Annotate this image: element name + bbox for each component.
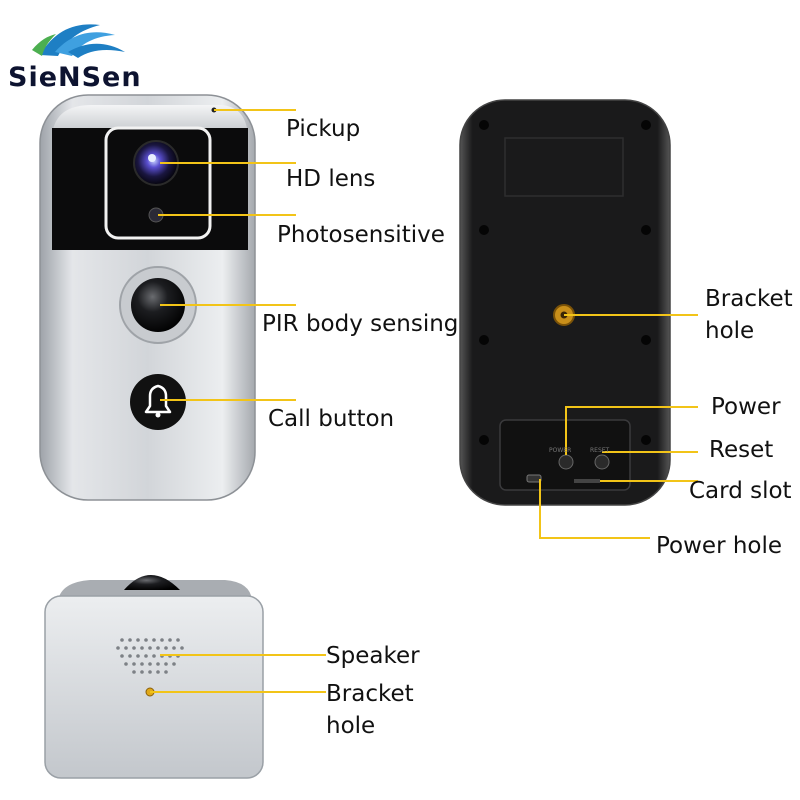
label-bracket-hole-back-line1: Bracket [705, 286, 793, 312]
label-bracket-hole-back-line2: hole [705, 318, 755, 344]
label-pir-body-sensing: PIR body sensing [262, 311, 459, 337]
brand-name: SieNSen [8, 62, 142, 93]
brand-logo [32, 24, 125, 58]
call-button-icon [130, 374, 186, 430]
label-reset: Reset [709, 437, 774, 463]
label-call-button: Call button [268, 406, 395, 432]
label-bracket-hole-bottom-line2: hole [326, 713, 376, 739]
front-view [39, 94, 256, 501]
power-small-print: POWER [549, 447, 571, 454]
label-bracket-hole-bottom-line1: Bracket [326, 681, 414, 707]
reset-button-icon [594, 454, 610, 470]
card-slot-icon [574, 479, 600, 483]
bottom-view [44, 575, 264, 779]
label-photosensitive: Photosensitive [277, 222, 445, 248]
power-switch-icon [558, 454, 574, 470]
power-port-icon [526, 474, 542, 483]
label-speaker: Speaker [326, 643, 420, 669]
reset-small-print: RESET [590, 447, 610, 454]
label-power-hole: Power hole [656, 533, 783, 559]
speaker-grille-icon [116, 638, 184, 674]
pir-sensor-icon [131, 278, 185, 332]
leader-lines [150, 109, 698, 693]
label-pickup: Pickup [286, 116, 361, 142]
label-hd-lens: HD lens [286, 166, 376, 192]
pir-dome-icon [124, 575, 180, 590]
label-power: Power [711, 394, 781, 420]
label-card-slot: Card slot [689, 478, 792, 504]
